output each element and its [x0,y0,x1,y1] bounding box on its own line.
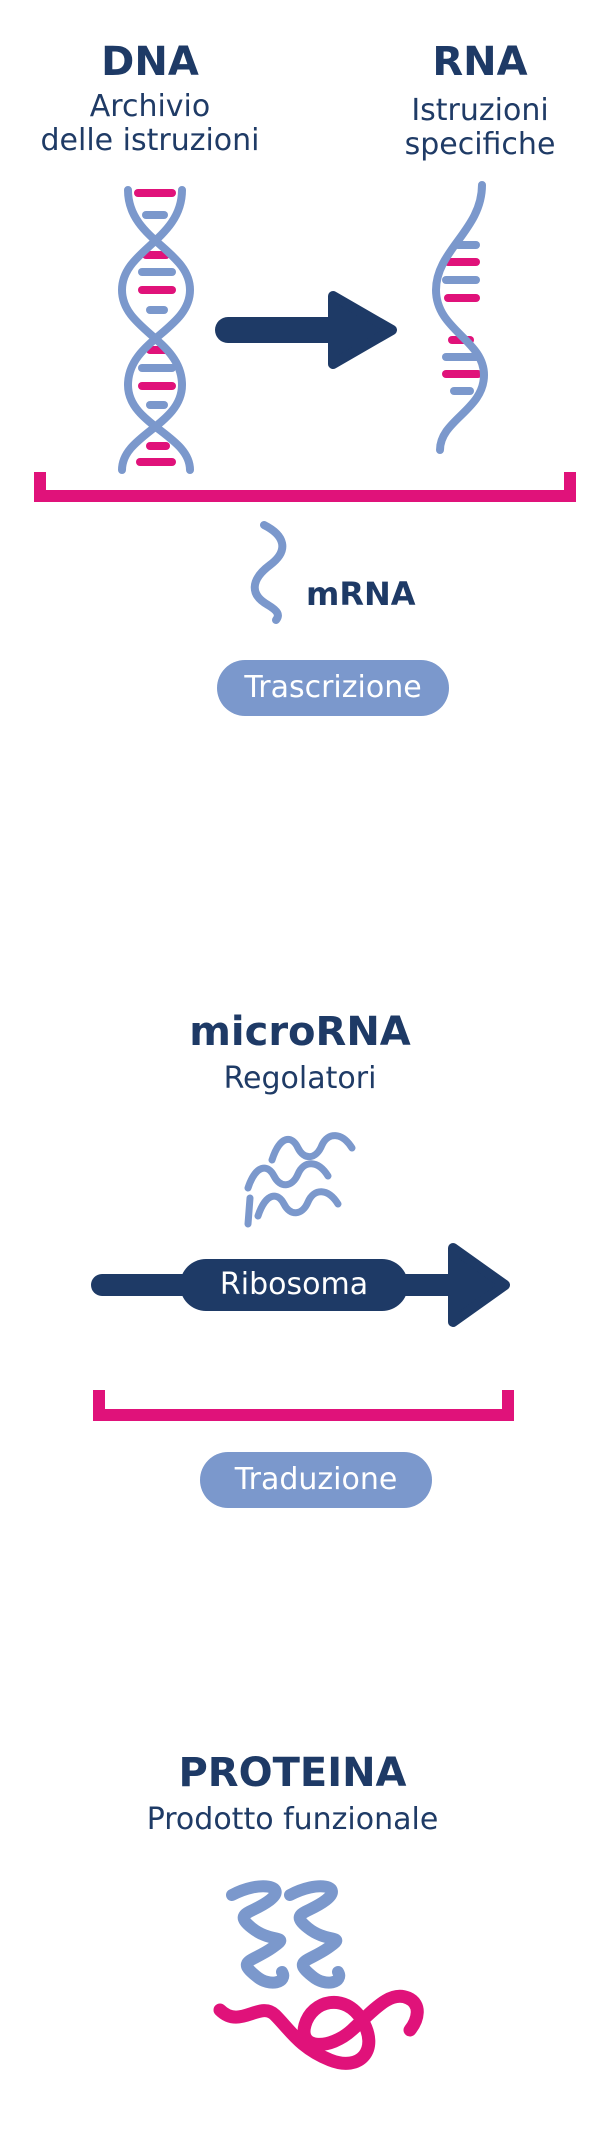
rna-subtitle-line1: Istruzioni [411,93,549,128]
rna-title: RNA [432,39,528,85]
dna-title: DNA [101,39,199,85]
rna-subtitle-line2: specifiche [404,127,556,162]
step-badge-transcription: Trascrizione [217,660,449,716]
dna-subtitle-line2: delle istruzioni [40,123,260,158]
microrna-subtitle: Regolatori [223,1061,377,1096]
mrna-label: mRNA [306,575,416,613]
protein-title: PROTEINA [178,1750,407,1796]
dna-subtitle-line1: Archivio [89,89,211,124]
ribosome-label: Ribosoma [219,1267,369,1302]
step-badge-translation: Traduzione [200,1452,432,1508]
protein-subtitle: Prodotto funzionale [146,1802,439,1837]
microrna-title: microRNA [189,1009,411,1055]
